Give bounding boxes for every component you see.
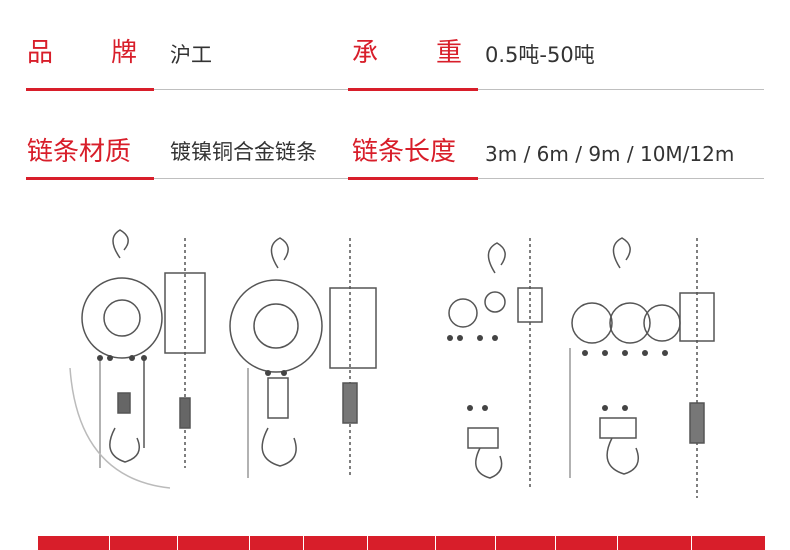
chain-hoist-drawing [69, 229, 715, 498]
length-underline [348, 177, 478, 180]
brand-value: 沪工 [170, 43, 212, 67]
hoist-2-front [229, 237, 323, 478]
hoist-1-side [164, 238, 206, 468]
material-divider [154, 178, 348, 179]
load-underline [348, 88, 478, 91]
hoist-2-side [329, 238, 377, 478]
hoist-3-side [517, 238, 543, 488]
hoist-4-side [679, 238, 715, 498]
brand-divider [154, 89, 348, 90]
load-value: 0.5吨-50吨 [485, 43, 595, 67]
brand-underline [26, 88, 154, 91]
chain-material-value: 镀镍铜合金链条 [170, 140, 317, 164]
material-underline [26, 177, 154, 180]
length-divider [478, 178, 764, 179]
hoist-3-front [448, 242, 506, 479]
chain-length-value: 3m / 6m / 9m / 10M/12m [485, 142, 735, 166]
brand-label: 品牌 [27, 38, 138, 68]
spec-table-header [38, 536, 765, 550]
chain-length-label: 链条长度 [352, 137, 457, 167]
chain-material-label: 链条材质 [27, 137, 132, 167]
load-divider [478, 89, 764, 90]
load-label: 承重 [352, 38, 463, 68]
hoist-4-front [569, 237, 681, 478]
hoist-1-front [69, 229, 171, 489]
